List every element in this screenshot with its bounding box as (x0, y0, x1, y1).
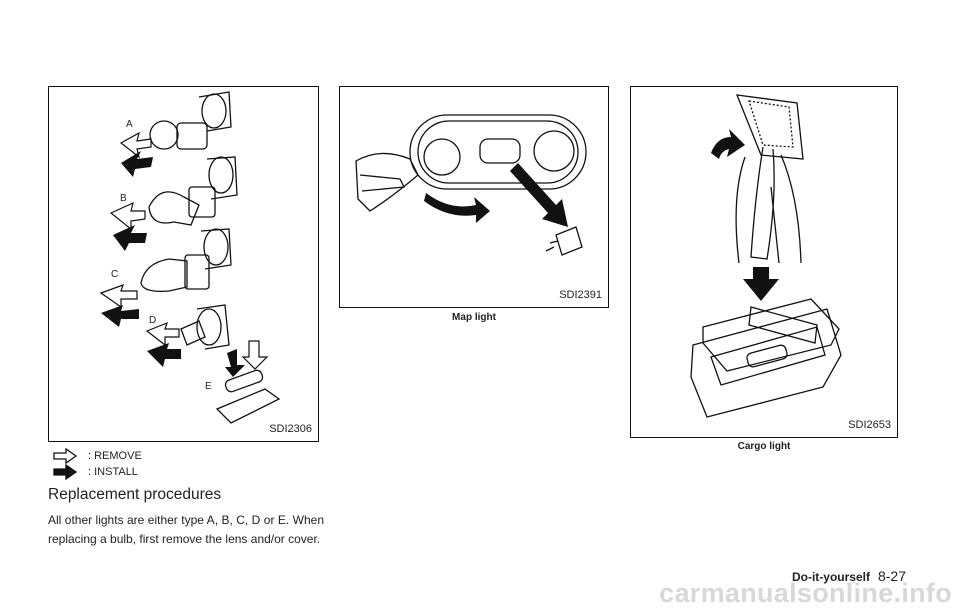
section-heading: Replacement procedures (48, 486, 222, 503)
bulb-types-illustration: A B C D E (99, 91, 281, 424)
figure-caption: Cargo light (737, 441, 791, 452)
watermark: carmanualsonline.info (659, 578, 952, 608)
bulb-label-e: E (205, 381, 212, 392)
bulb-types-figure: A B C D E SDI2306 (48, 86, 319, 442)
legend-label: : INSTALL (88, 466, 138, 478)
figure-code: SDI2391 (559, 289, 602, 301)
footer-section: Do-it-yourself (791, 570, 870, 584)
figure-code: SDI2306 (269, 423, 312, 435)
figure-code: SDI2653 (848, 419, 891, 431)
legend-install: : INSTALL (52, 464, 138, 480)
body-paragraph: All other lights are either type A, B, C… (48, 513, 324, 546)
bulb-label-d: D (149, 315, 156, 326)
legend-remove: : REMOVE (52, 448, 142, 464)
bulb-label-c: C (111, 269, 118, 280)
cargo-light-figure: SDI2653 (630, 86, 898, 438)
bulb-label-a: A (126, 119, 133, 130)
bulb-label-b: B (120, 193, 127, 204)
legend-label: : REMOVE (88, 450, 142, 462)
figure-caption: Map light (452, 312, 496, 323)
cargo-light-illustration (690, 94, 842, 418)
page-number: 8-27 (877, 568, 906, 584)
map-light-figure: SDI2391 (339, 86, 609, 308)
remove-arrow-icon (53, 448, 78, 464)
map-light-illustration (355, 114, 587, 256)
install-arrow-icon (53, 464, 78, 480)
page-footer: Do-it-yourself 8-27 (792, 568, 906, 584)
